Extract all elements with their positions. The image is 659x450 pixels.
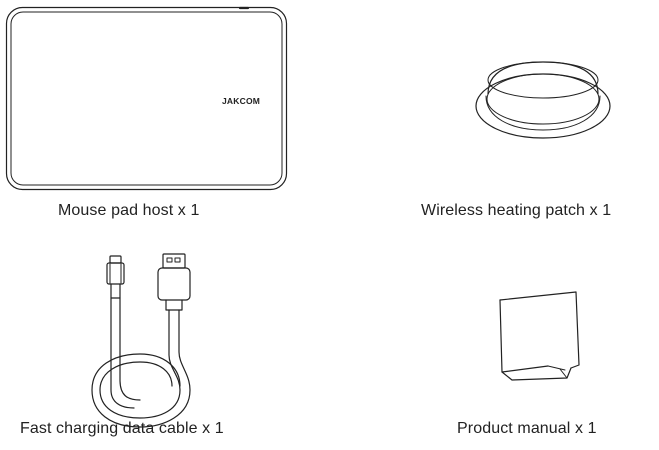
package-item-product-manual: Product manual x 1 [400, 240, 659, 450]
package-item-heating-patch: Wireless heating patch x 1 [400, 0, 659, 230]
heating-patch-icon [475, 61, 611, 139]
caption-product-manual: Product manual x 1 [457, 420, 597, 437]
manual-booklet-icon [499, 291, 580, 381]
package-item-mouse-pad: JAKCOM Mouse pad host x 1 [0, 0, 300, 230]
charging-cable-icon [91, 253, 191, 428]
caption-mouse-pad: Mouse pad host x 1 [58, 202, 200, 219]
jakcom-logo: JAKCOM [222, 96, 260, 106]
mouse-pad-icon: JAKCOM [5, 6, 288, 191]
caption-heating-patch: Wireless heating patch x 1 [421, 202, 612, 219]
package-item-charging-cable: Fast charging data cable x 1 [0, 240, 300, 450]
caption-charging-cable: Fast charging data cable x 1 [20, 420, 224, 437]
